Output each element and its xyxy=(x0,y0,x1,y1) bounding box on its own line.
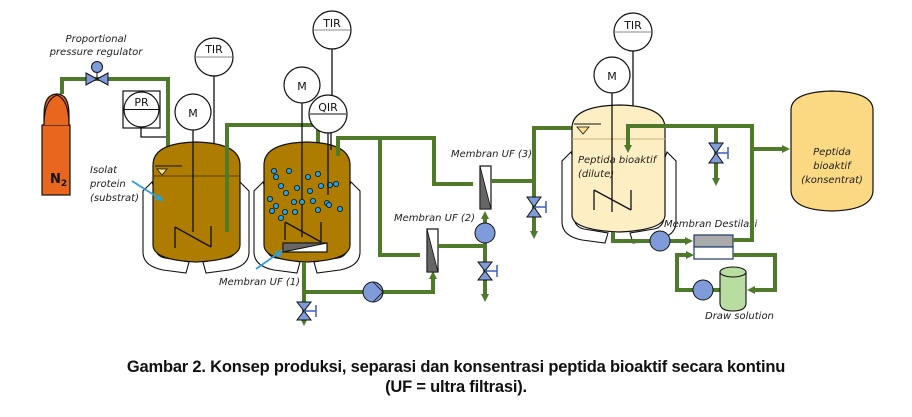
drain-valve-1[interactable] xyxy=(295,301,317,321)
cylinder-body xyxy=(41,124,71,196)
drain-valve-3[interactable] xyxy=(526,196,547,218)
enzyme-particle xyxy=(325,201,332,208)
reactor-1-substrate xyxy=(142,130,250,274)
enzyme-particle xyxy=(290,198,297,205)
motor-stirrer-1: M xyxy=(174,93,212,131)
liquid-level-icon xyxy=(576,126,590,135)
enzyme-particle xyxy=(266,195,273,202)
pr-label: PR xyxy=(134,96,149,109)
enzyme-particle xyxy=(332,180,339,187)
concentrate-label-line1: Peptida xyxy=(813,147,851,158)
membrane-uf-2 xyxy=(426,228,439,273)
motor-stirrer-2: M xyxy=(283,66,321,104)
enzyme-particle xyxy=(306,187,313,194)
substrate-label-line2: protein xyxy=(89,179,126,190)
draw-solution-tank xyxy=(719,266,747,312)
enzyme-particle xyxy=(272,173,279,180)
enzyme-particle xyxy=(277,182,284,189)
reactor-2-hydrolysis xyxy=(253,103,361,274)
enzyme-particle xyxy=(277,214,284,221)
regulator-label-line1: Proportional xyxy=(66,34,127,45)
substrate-label-line3: (substrat) xyxy=(90,193,139,204)
liquid-level-icon xyxy=(156,168,168,176)
enzyme-particle xyxy=(291,208,298,215)
process-flow-diagram: N2 Proportional pressure regulator PR TI… xyxy=(41,10,874,326)
enzyme-particle xyxy=(282,189,289,196)
enzyme-particle xyxy=(293,184,300,191)
drain-valve-2[interactable] xyxy=(476,261,498,281)
m1-label: M xyxy=(188,107,198,120)
uf1-label: Membran UF (1) xyxy=(219,277,300,288)
tir3-label: TIR xyxy=(623,19,642,32)
quality-indicator-recorder: QIR xyxy=(308,94,348,195)
enzyme-particle xyxy=(314,206,321,213)
regulator-label-line2: pressure regulator xyxy=(49,47,144,58)
enzyme-particle xyxy=(298,198,305,205)
draw-solution-label: Draw solution xyxy=(705,311,774,322)
tir1-label: TIR xyxy=(204,43,223,56)
uf2-retentate-return-pipe xyxy=(378,138,420,257)
enzyme-particle xyxy=(268,207,275,214)
enzyme-particle xyxy=(272,202,279,209)
caption-line-2: (UF = ultra filtrasi). xyxy=(385,378,527,396)
transfer-pipe-1-2 xyxy=(225,123,322,232)
pressure-regulator-valve[interactable] xyxy=(85,61,109,86)
nitrogen-cylinder: N2 xyxy=(41,93,71,196)
substrate-label-line1: Isolat xyxy=(90,165,118,176)
nitrogen-feed-pipe xyxy=(60,77,172,156)
enzyme-particle xyxy=(281,208,288,215)
enzyme-particle xyxy=(309,197,316,204)
membrane-uf-3 xyxy=(479,165,492,210)
temperature-indicator-recorder-3: TIR xyxy=(613,12,653,149)
substrate-pointer xyxy=(131,180,163,201)
distillation-label: Membran Destilasi xyxy=(664,219,758,230)
uf3-retentate-return-pipe xyxy=(336,136,473,186)
drain-valve-4[interactable] xyxy=(708,142,729,164)
enzyme-particle xyxy=(304,173,311,180)
pressure-recorder-instrument: PR xyxy=(122,90,166,138)
enzyme-particle xyxy=(314,170,321,177)
uf3-label: Membran UF (3) xyxy=(451,149,532,160)
concentrate-label-line2: bioaktif xyxy=(813,161,852,172)
draw-solution-return-pipe xyxy=(733,253,777,294)
pump-1[interactable] xyxy=(362,281,384,303)
concentrate-peptide-tank xyxy=(790,90,874,212)
enzyme-particle xyxy=(285,167,292,174)
tir2-label: TIR xyxy=(322,17,341,30)
temperature-indicator-recorder-2: TIR xyxy=(312,10,352,95)
pump-3[interactable] xyxy=(649,230,671,252)
distillation-retentate-pipe xyxy=(624,124,754,242)
uf2-label: Membran UF (2) xyxy=(394,213,475,224)
gas-label: N2 xyxy=(50,172,67,189)
concentrate-label-line3: (konsentrat) xyxy=(801,175,863,186)
figure-caption: Gambar 2. Konsep produksi, separasi dan … xyxy=(0,357,912,397)
dilute-label-line2: (dilute) xyxy=(578,169,614,180)
membrane-distillation-module xyxy=(693,234,734,260)
motor-stirrer-3: M xyxy=(593,56,631,94)
uf1-pointer xyxy=(255,251,281,270)
enzyme-particle xyxy=(317,182,324,189)
pump-4[interactable] xyxy=(692,279,714,301)
membrane-uf-1 xyxy=(282,242,328,253)
enzyme-particle xyxy=(270,167,277,174)
enzyme-particles xyxy=(266,167,343,221)
qir-label: QIR xyxy=(318,101,338,114)
m3-label: M xyxy=(607,70,617,83)
m2-label: M xyxy=(297,80,307,93)
enzyme-particle xyxy=(336,205,343,212)
dilute-label-line1: Peptida bioaktif xyxy=(578,155,658,166)
pump-2[interactable] xyxy=(474,222,496,244)
dilute-peptide-tank xyxy=(561,93,677,244)
caption-line-1: Gambar 2. Konsep produksi, separasi dan … xyxy=(126,358,786,376)
